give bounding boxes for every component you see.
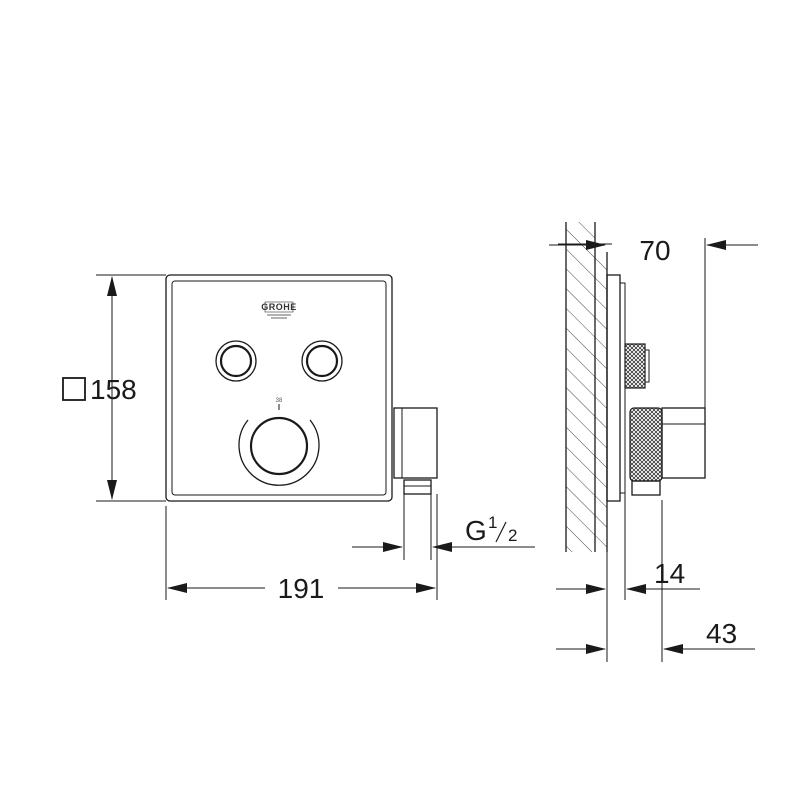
front-view: GROHE 38 xyxy=(62,274,535,604)
right-push-button xyxy=(301,340,343,382)
thermostat-scale-label: 38 xyxy=(276,398,283,404)
dimension-depth-plate: 14 xyxy=(556,493,700,662)
dimension-depth-overall: 70 xyxy=(549,235,758,408)
side-view: 70 14 43 xyxy=(549,222,758,662)
wall-finish xyxy=(595,252,607,552)
cover-plate-side xyxy=(606,274,621,502)
cover-plate xyxy=(165,274,393,502)
wall-section xyxy=(566,222,595,552)
depth-overall-label: 70 xyxy=(639,235,670,266)
grohe-logo: GROHE xyxy=(261,301,297,319)
thread-label: G xyxy=(465,515,487,546)
dimension-thread: G 1 2 xyxy=(352,494,535,560)
depth-plate-label: 14 xyxy=(654,558,685,589)
brand-label: GROHE xyxy=(261,302,297,312)
side-button xyxy=(624,343,646,389)
dimension-height: 158 xyxy=(62,274,166,502)
width-label: 191 xyxy=(278,573,325,604)
cover-plate-inner xyxy=(171,280,387,496)
side-thermostat xyxy=(629,407,663,482)
height-label: 158 xyxy=(90,374,137,405)
thread-numerator: 1 xyxy=(488,513,497,532)
dimension-depth-outlet: 43 xyxy=(556,500,755,662)
thermostat-knob: 38 xyxy=(238,398,320,486)
square-symbol xyxy=(62,377,86,401)
wall-outlet-side xyxy=(661,407,706,479)
thread-denominator: 2 xyxy=(508,526,517,545)
depth-outlet-label: 43 xyxy=(706,618,737,649)
dimension-width: 191 xyxy=(165,494,438,604)
left-push-button xyxy=(215,340,257,382)
wall-outlet-front xyxy=(393,407,438,495)
